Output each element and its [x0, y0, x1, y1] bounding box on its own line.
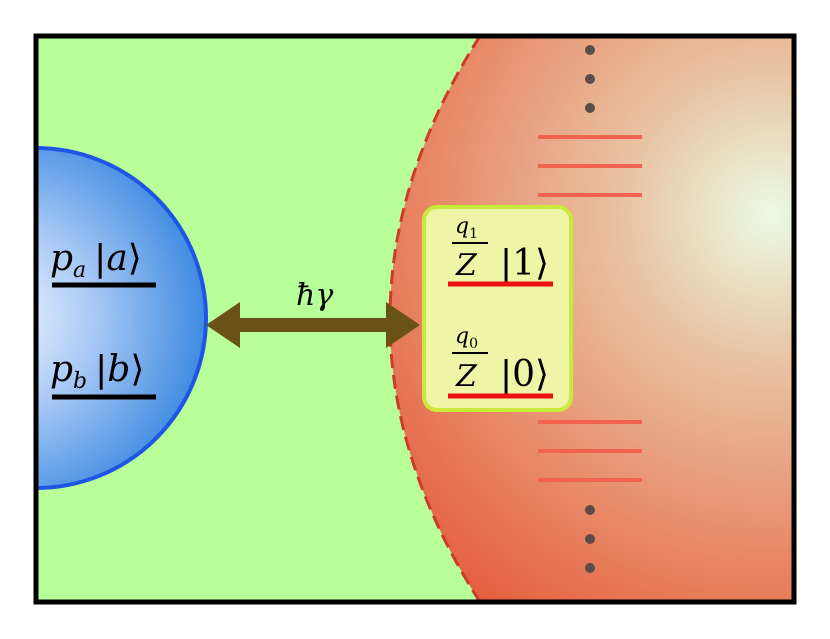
right-sphere [390, 36, 794, 602]
svg-text:Z: Z [455, 248, 478, 283]
ellipsis-dot [585, 563, 595, 573]
state-a-label: pa|a⟩ [50, 238, 142, 283]
svg-text:Z: Z [455, 359, 478, 394]
frame-border [33, 33, 797, 605]
svg-text:q0: q0 [455, 324, 478, 352]
ellipsis-dot [585, 45, 595, 55]
svg-text:pa|a⟩: pa|a⟩ [50, 238, 142, 283]
state-b-label: pb|b⟩ [50, 349, 144, 394]
ellipsis-dot [585, 103, 595, 113]
svg-text:|1⟩: |1⟩ [500, 243, 549, 284]
ellipsis-dot [585, 74, 595, 84]
svg-text:q1: q1 [455, 214, 478, 242]
coupling-label: ħγ [296, 278, 333, 313]
level-one-label: q1 Z |1⟩ [452, 214, 549, 284]
ellipsis-dot [585, 505, 595, 515]
coupling-arrow [206, 302, 420, 348]
svg-text:pb|b⟩: pb|b⟩ [50, 349, 144, 394]
ellipsis-dot [585, 534, 595, 544]
svg-text:|0⟩: |0⟩ [500, 354, 549, 395]
left-sphere [36, 146, 208, 490]
level-zero-label: q0 Z |0⟩ [452, 324, 549, 395]
highlight-box [422, 205, 573, 412]
